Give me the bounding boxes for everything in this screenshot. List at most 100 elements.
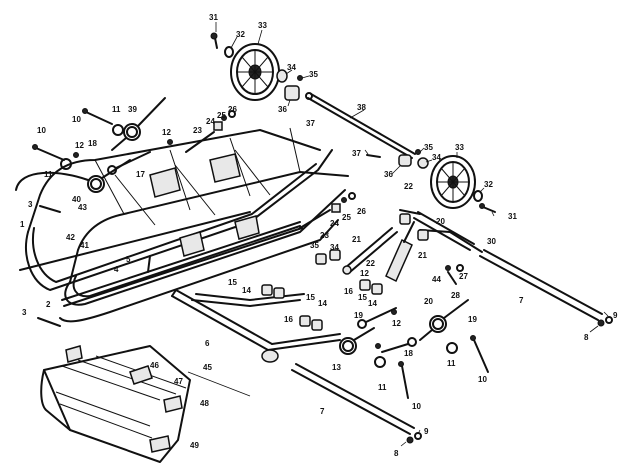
callout-10-left: 10 [37,126,46,135]
callout-49: 49 [190,441,199,450]
callout-32-upper: 32 [236,30,245,39]
track-guard-assembly [40,345,191,463]
callout-11-lower: 11 [378,383,387,392]
callout-14-center: 14 [318,299,327,308]
callout-15-left: 15 [228,278,237,287]
callout-17: 17 [136,170,145,179]
callout-15-right: 15 [358,293,367,302]
nut-12-lower [375,343,381,349]
callout-21-lower: 21 [418,251,427,260]
callout-18-left: 18 [88,139,97,148]
rear-arm-30 [399,209,483,253]
nut-8-lower [406,436,414,444]
washer-11-upper [112,124,124,136]
shock-21-right [385,221,415,283]
nut-44 [445,265,451,271]
idler-shaft-38 [305,92,416,159]
bolt-10-lower [398,361,409,399]
callout-22-upper: 22 [404,182,413,191]
callout-32-right: 32 [484,180,493,189]
nut-35-right [415,149,421,155]
callout-11-left: 11 [44,170,53,179]
callout-20-lower: 20 [424,297,433,306]
bolt-23-lower [299,209,331,229]
callout-13: 13 [332,363,341,372]
shaft-7-lower [291,363,415,435]
nut-8-right [597,319,605,327]
torsion-spring-40 [15,159,131,193]
torsion-spring-19 [419,299,469,341]
spacer-36-upper [284,85,300,101]
callout-44: 44 [432,275,441,284]
callout-9-right: 9 [613,311,618,320]
callout-7-right: 7 [519,296,524,305]
slide-rails [19,211,339,323]
callout-33-upper: 33 [258,21,267,30]
callout-34-right: 34 [432,153,441,162]
callout-24-lower: 24 [330,219,339,228]
nut-35-upper [297,75,303,81]
pin-37-right [366,154,381,158]
callout-2: 2 [46,300,51,309]
bracket-24-lower [331,203,341,213]
callout-39: 39 [128,105,137,114]
bracket-45 [187,371,251,397]
callout-45: 45 [203,363,212,372]
nut-12-left [73,152,79,158]
leader-lines [215,22,609,447]
callout-12-upper: 12 [162,128,171,137]
washer-11-right [446,342,458,354]
eyebolt-18-lower [381,337,417,353]
callout-21-upper: 21 [352,235,361,244]
callout-labels: 31 32 33 34 35 36 37 38 10 11 39 10 12 2… [20,13,618,458]
callout-30: 30 [487,237,496,246]
torsion-spring-39 [111,97,166,151]
eyebolt-18-left [107,151,151,175]
callout-8-right: 8 [584,333,589,342]
callout-10-lower: 10 [412,402,421,411]
callout-14-left: 14 [242,286,251,295]
callout-26-upper: 26 [228,105,237,114]
callout-38: 38 [357,103,366,112]
callout-42: 42 [66,233,75,242]
washer-32-upper [224,46,234,58]
callout-34-upper: 34 [287,63,296,72]
bolt-10-right [470,335,489,373]
clip-27 [456,264,464,272]
washer-9-lower [414,432,422,440]
torsion-spring-13 [339,327,375,355]
callout-18-center: 18 [404,349,413,358]
callout-19-right: 19 [468,315,477,324]
washer-26-lower [348,192,356,200]
callout-36-upper: 36 [278,105,287,114]
washer-11-lower [374,356,386,368]
callout-31-right: 31 [508,212,517,221]
callout-11-right: 11 [447,359,456,368]
bushings-center [261,213,429,331]
bolt-23-upper [185,131,215,153]
callout-27: 27 [459,272,468,281]
bracket-24-upper [213,121,223,131]
spacer-36-right [398,154,412,167]
callout-15-center: 15 [306,293,315,302]
nut-12-center [391,309,397,315]
callout-34-center: 34 [330,243,339,252]
callout-48: 48 [200,399,209,408]
callout-11-upper: 11 [112,105,121,114]
callout-25-upper: 25 [217,111,226,120]
callout-3-upper: 3 [28,200,33,209]
callout-37-upper: 37 [306,119,315,128]
callout-26-lower: 26 [357,207,366,216]
callout-31-upper: 31 [209,13,218,22]
callout-10-right: 10 [478,375,487,384]
callout-46: 46 [150,361,159,370]
callout-16-right: 16 [344,287,353,296]
callout-28: 28 [451,291,460,300]
bolt-31-upper [210,32,218,49]
eyebolt-18-center [357,307,397,329]
washer-32-right [473,190,483,202]
callout-35-upper: 35 [309,70,318,79]
bearing-34-upper [276,69,288,83]
callout-37-right: 37 [352,149,361,158]
